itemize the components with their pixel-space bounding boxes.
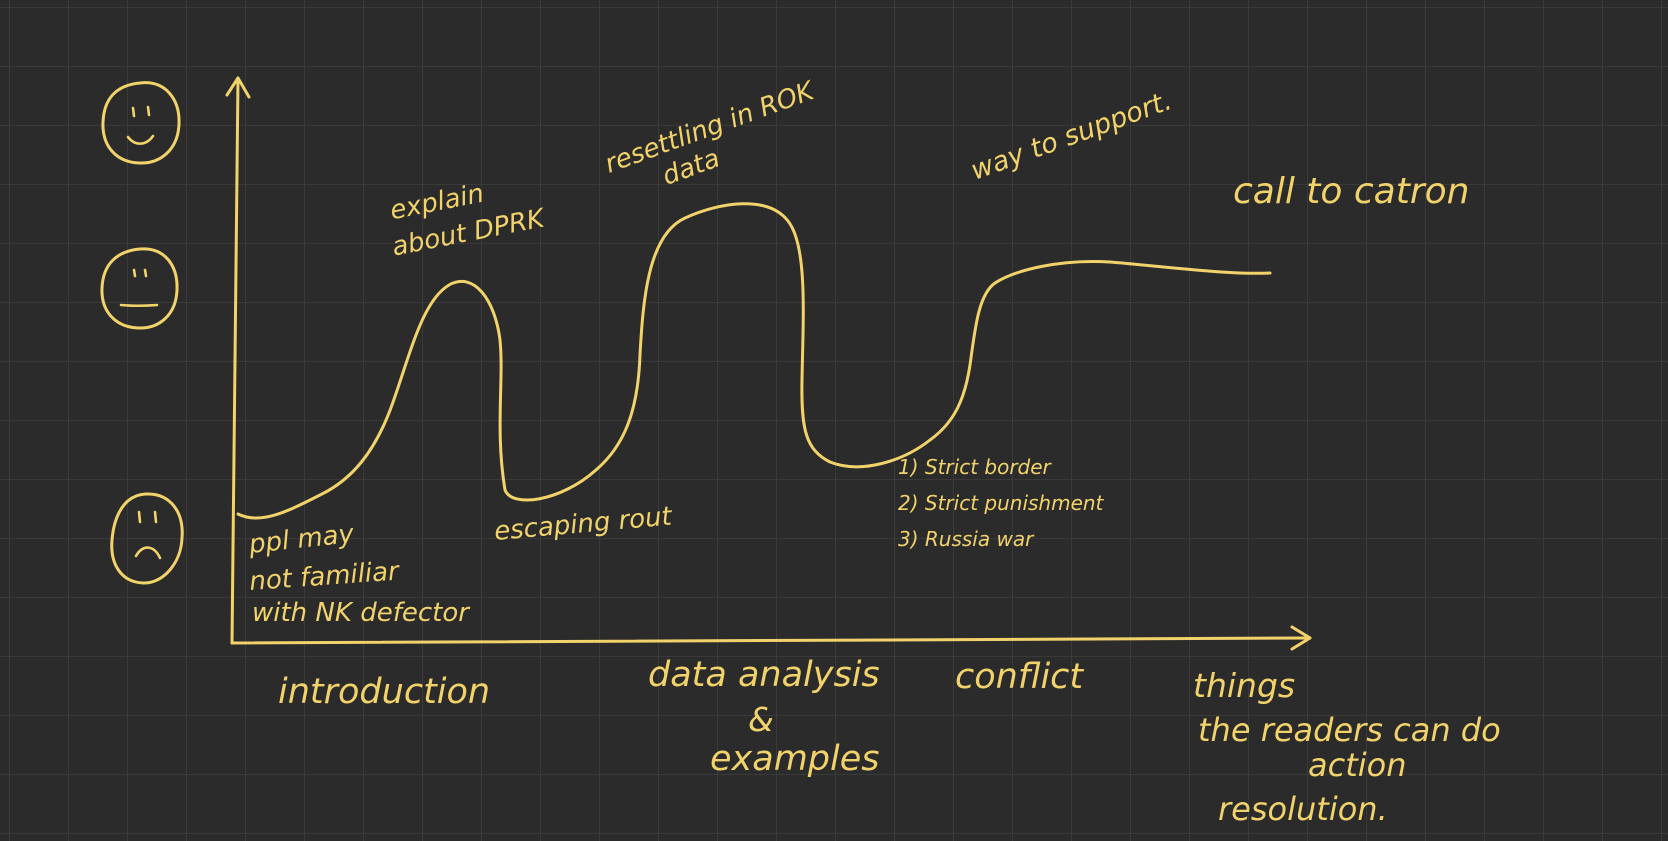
x-axis <box>230 625 1312 651</box>
story-arc-curve <box>236 202 1272 520</box>
annotation-call-to-action: call to catron <box>1233 171 1470 212</box>
svg-text:3) Russia war: 3) Russia war <box>898 527 1035 551</box>
svg-text:2) Strict punishment: 2) Strict punishment <box>898 491 1105 515</box>
stage-resolution: things the readers can do action resolut… <box>1193 666 1501 828</box>
svg-text:1) Strict border: 1) Strict border <box>898 455 1053 479</box>
neutral-face-icon <box>100 247 179 330</box>
stage-introduction: introduction <box>278 672 490 712</box>
svg-text:way to support.: way to support. <box>967 85 1176 186</box>
svg-text:the readers can do: the readers can do <box>1198 711 1501 749</box>
svg-text:not familiar: not familiar <box>248 556 402 597</box>
y-axis <box>225 76 251 645</box>
svg-text:with NK defector: with NK defector <box>252 598 471 628</box>
sad-face-icon <box>110 492 184 585</box>
svg-text:ppl may: ppl may <box>247 519 356 560</box>
svg-text:action: action <box>1308 746 1407 784</box>
annotation-way-to-support: way to support. <box>967 85 1176 186</box>
svg-text:escaping rout: escaping rout <box>493 502 674 547</box>
svg-text:&: & <box>748 700 774 739</box>
svg-text:things: things <box>1193 666 1295 705</box>
annotation-explain-dprk: explain about DPRK <box>388 179 549 263</box>
svg-text:resolution.: resolution. <box>1218 790 1388 828</box>
annotation-escaping-route: escaping rout <box>493 502 674 547</box>
annotation-ppl-not-familiar: ppl may not familiar with NK defector <box>247 519 472 628</box>
svg-text:data analysis: data analysis <box>648 655 880 695</box>
svg-text:examples: examples <box>710 739 880 779</box>
annotation-conflict-reasons: 1) Strict border 2) Strict punishment 3)… <box>898 455 1105 551</box>
happy-face-icon <box>101 81 181 165</box>
stage-data-analysis: data analysis & examples <box>648 655 880 779</box>
stage-conflict: conflict <box>955 657 1084 697</box>
annotation-resettling-data: resettling in ROK data <box>601 76 820 192</box>
